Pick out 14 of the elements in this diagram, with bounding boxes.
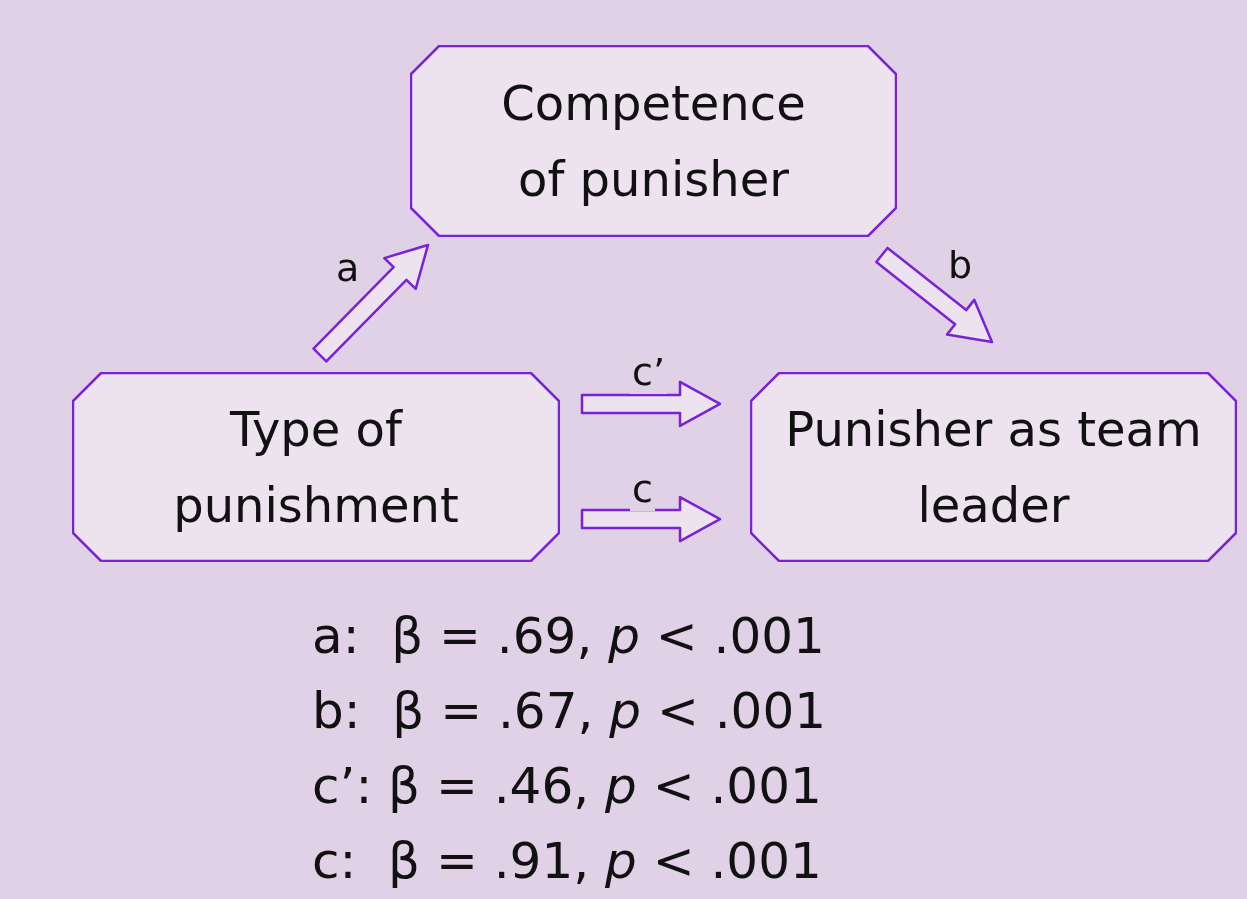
- box-label: Type of punishment: [172, 400, 460, 535]
- process-box: [72, 372, 560, 562]
- block-arrow: [580, 380, 722, 428]
- process-box: [750, 372, 1237, 562]
- statistic-text: b: β = .67, p < .001: [312, 681, 827, 741]
- statistic-text: c’: β = .46, p < .001: [312, 756, 822, 816]
- block-arrow: [875, 246, 994, 344]
- block-arrow: [312, 243, 430, 363]
- box-label: Competence of punisher: [500, 74, 807, 209]
- statistic-text: a: β = .69, p < .001: [312, 606, 825, 666]
- box-label: Punisher as team leader: [784, 400, 1203, 535]
- process-box: [410, 45, 897, 237]
- block-arrow: [580, 495, 722, 543]
- statistic-text: c: β = .91, p < .001: [312, 831, 822, 891]
